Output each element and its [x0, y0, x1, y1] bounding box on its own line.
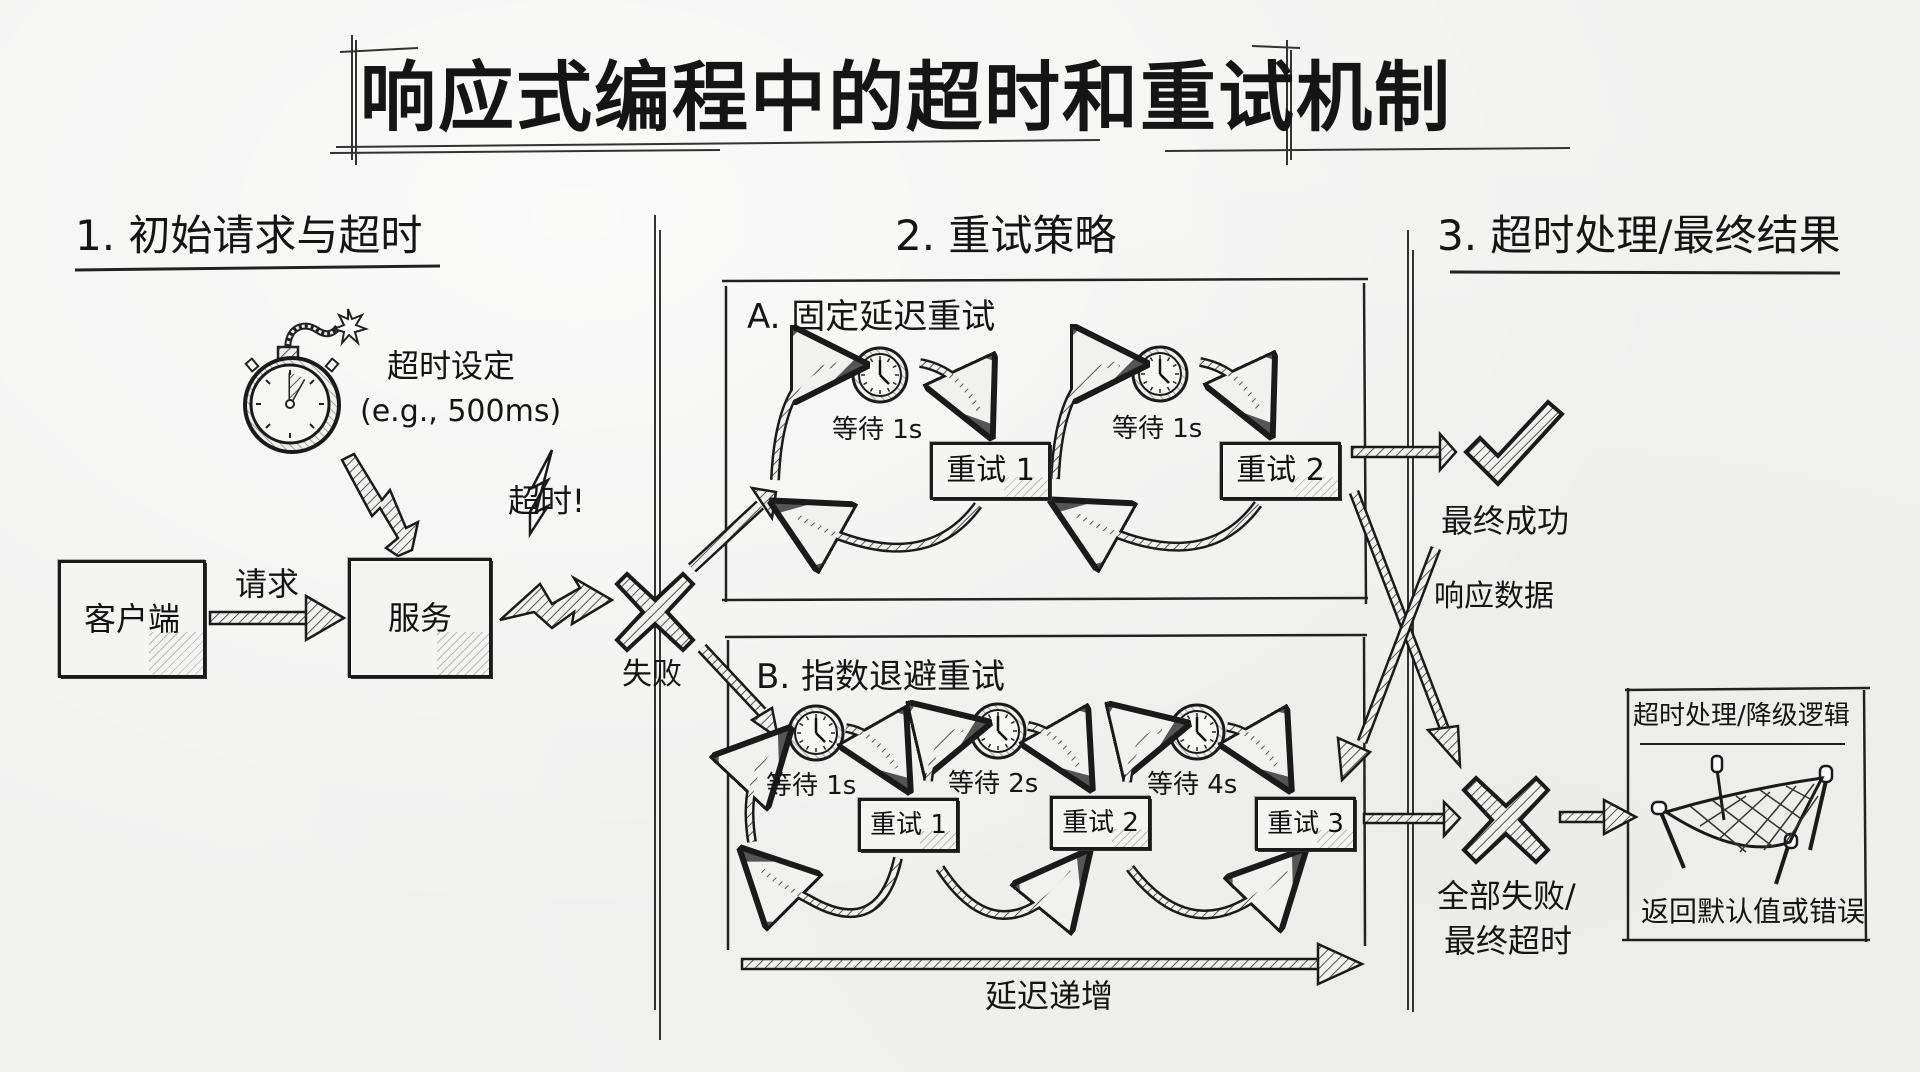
retry-node: 重试 2: [1220, 442, 1341, 500]
section1-underline: [74, 264, 441, 272]
failure-lightning-arrow: [499, 574, 615, 630]
retry-arrow: [1200, 362, 1260, 412]
wait-label: 等待 1s: [1112, 414, 1203, 444]
retry-node-label: 重试 3: [1267, 809, 1344, 839]
retry-arrow-fill: [1226, 724, 1280, 769]
client-label: 客户端: [83, 600, 180, 638]
retry-node: 重试 1: [930, 442, 1051, 500]
timeout-alert-label: 超时!: [508, 482, 585, 520]
request-arrow: [208, 593, 347, 643]
retry2-to-final-fail-arrow: [1348, 490, 1462, 770]
fallback-result-label: 返回默认值或错误: [1641, 895, 1866, 928]
title-frame: [329, 35, 1571, 165]
timeout-example-label: (e.g., 500ms): [360, 394, 562, 429]
response-data-arrow: [1336, 546, 1442, 783]
clock-icon: [1131, 345, 1189, 403]
delay-increase-arrow: [740, 942, 1366, 986]
section3-underline: [1449, 270, 1841, 275]
final-failure-label-line1: 全部失败/: [1437, 877, 1576, 915]
panel-a-frame: [721, 277, 1369, 605]
loop-back-arrow-fill: [758, 857, 901, 916]
clock-icon: [787, 704, 845, 762]
retry-arrow: [920, 363, 980, 413]
section-heading-result: 3. 超时处理/最终结果: [1437, 211, 1841, 260]
service-label: 服务: [387, 599, 452, 637]
final-x-mark-icon: [1461, 775, 1551, 865]
section-heading-initial: 1. 初始请求与超时: [75, 211, 423, 260]
wait-label: 等待 1s: [766, 771, 857, 801]
retry-arrow-fill: [845, 725, 899, 770]
response-data-label: 响应数据: [1434, 579, 1554, 614]
clock-icon: [969, 702, 1027, 760]
safety-net-icon: [1650, 754, 1834, 885]
timeout-lightning-arrow: [340, 452, 420, 558]
fallback-box-frame: [1622, 686, 1871, 943]
fixed-retry-title: A. 固定延迟重试: [747, 297, 996, 337]
retry-arrow-fill: [1199, 359, 1263, 414]
loop-back-arrow-fill: [793, 503, 981, 551]
stopwatch-bomb-icon: [243, 308, 370, 454]
retry-node-label: 重试 2: [1236, 453, 1325, 488]
retry-arrow: [846, 728, 896, 768]
fallback-title: 超时处理/降级逻辑: [1633, 701, 1850, 731]
x-mark-icon: [614, 571, 696, 653]
wait-arrow-fill: [925, 726, 964, 782]
retry-node-label: 重试 2: [1062, 808, 1139, 838]
exponential-retry-cycles: [750, 704, 1287, 915]
wait-label: 等待 1s: [832, 415, 923, 445]
final-failure-label-line2: 最终超时: [1444, 922, 1573, 960]
retry-arrow: [1227, 727, 1277, 767]
client-node: 客户端: [58, 560, 206, 678]
clock-icon: [1168, 703, 1226, 761]
retry-node: 重试 2: [1050, 796, 1151, 850]
retry-node: 重试 1: [858, 798, 959, 852]
to-fallback-arrow: [1558, 797, 1639, 837]
section-heading-retry: 2. 重试策略: [895, 211, 1117, 260]
failure-label: 失败: [622, 657, 682, 692]
request-label: 请求: [235, 565, 300, 603]
retry-arrow-fill: [919, 360, 983, 415]
bounce-arrow-fill: [1128, 866, 1288, 917]
page-title: 响应式编程中的超时和重试机制: [360, 53, 1452, 142]
to-final-fail-arrow: [1362, 798, 1462, 840]
fixed-retry-cycles: [775, 347, 1260, 548]
final-success-label: 最终成功: [1441, 502, 1570, 540]
wait-arrow-fill: [1124, 727, 1163, 783]
exponential-retry-title: B. 指数退避重试: [756, 657, 1005, 697]
bounce-arrow-fill: [937, 866, 1074, 918]
wait-label: 等待 2s: [948, 769, 1039, 799]
delay-increase-label: 延迟递增: [985, 977, 1114, 1015]
clock-icon: [851, 346, 909, 404]
timeout-setting-label: 超时设定: [387, 347, 516, 385]
loop-back-arrow-fill: [1073, 502, 1261, 550]
wait-label: 等待 4s: [1147, 770, 1238, 800]
retry-node: 重试 3: [1255, 797, 1356, 851]
retry-node-label: 重试 1: [870, 810, 947, 840]
retry-arrow-fill: [1027, 723, 1081, 768]
service-node: 服务: [348, 558, 492, 678]
checkmark-icon: [1463, 399, 1565, 487]
column-dividers: [654, 215, 1414, 1040]
fail-to-fixed-arrow: [687, 486, 778, 573]
retry-node-label: 重试 1: [946, 453, 1035, 488]
to-success-arrow: [1350, 430, 1458, 474]
retry-arrow: [1028, 726, 1078, 766]
lightning-icon: [528, 449, 554, 539]
